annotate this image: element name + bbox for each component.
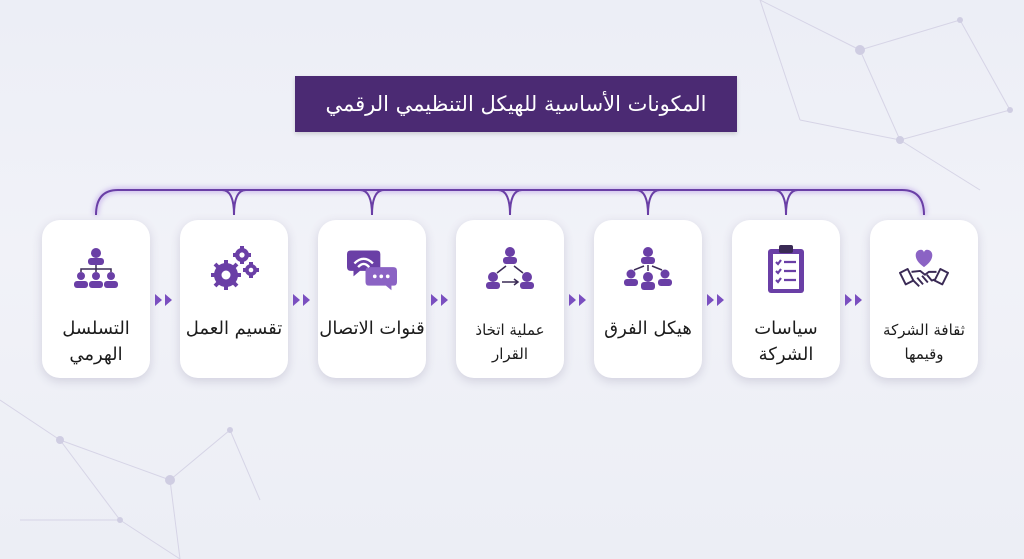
component-card-teams: هيكل الفرق	[594, 220, 702, 378]
chevron-arrow-icon	[845, 294, 862, 306]
handshake-heart-icon	[899, 242, 949, 296]
component-card-work-division: تقسيم العمل	[180, 220, 288, 378]
gears-icon	[209, 242, 259, 296]
component-label: عملية اتخاذ القرار	[475, 321, 545, 363]
chevron-arrow-icon	[431, 294, 448, 306]
chevron-arrow-icon	[569, 294, 586, 306]
component-label: تقسيم العمل	[185, 318, 283, 339]
component-card-culture: ثقافة الشركة وقيمها	[870, 220, 978, 378]
decision-flow-icon	[485, 242, 535, 296]
team-structure-icon	[623, 242, 673, 296]
chevron-arrow-icon	[707, 294, 724, 306]
title-banner: المكونات الأساسية للهيكل التنظيمي الرقمي	[295, 76, 737, 132]
component-label: ثقافة الشركة وقيمها	[883, 321, 965, 363]
component-label: التسلسل الهرمي	[62, 318, 130, 365]
chevron-arrow-icon	[293, 294, 310, 306]
chevron-arrow-icon	[155, 294, 172, 306]
component-card-communication: قنوات الاتصال	[318, 220, 426, 378]
page-title: المكونات الأساسية للهيكل التنظيمي الرقمي	[325, 92, 707, 116]
clipboard-checklist-icon	[761, 242, 811, 296]
hierarchy-icon	[71, 242, 121, 296]
component-label: سياسات الشركة	[754, 318, 818, 365]
component-label: هيكل الفرق	[604, 318, 692, 339]
component-card-policies: سياسات الشركة	[732, 220, 840, 378]
component-label: قنوات الاتصال	[319, 318, 425, 339]
chat-wifi-icon	[347, 242, 397, 296]
component-card-hierarchy: التسلسل الهرمي	[42, 220, 150, 378]
component-card-decision: عملية اتخاذ القرار	[456, 220, 564, 378]
